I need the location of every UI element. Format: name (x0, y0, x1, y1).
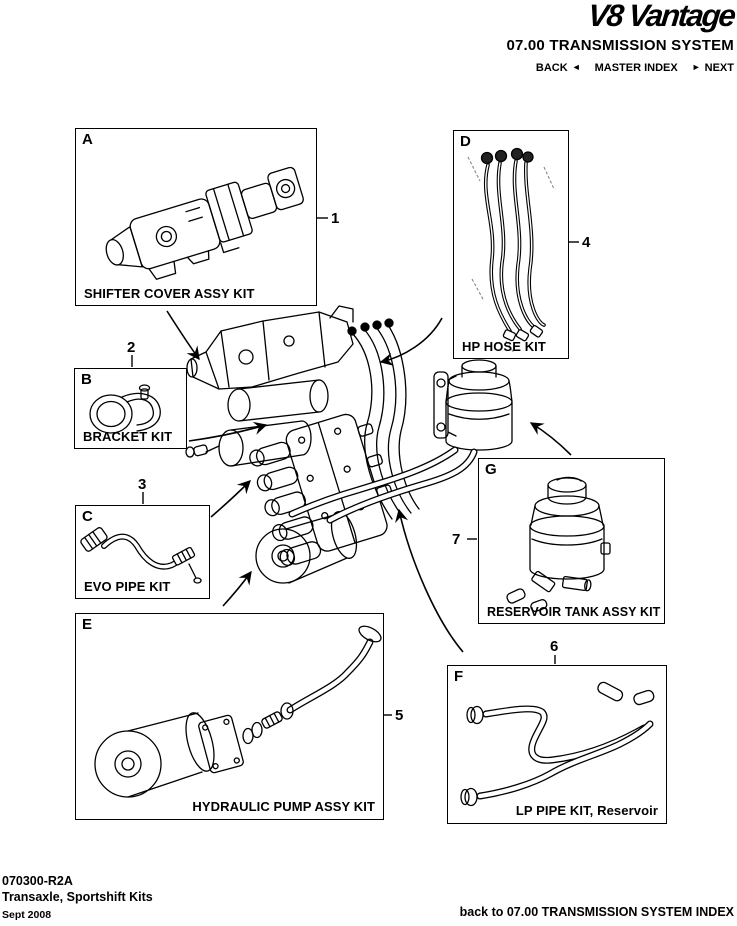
hydraulic-pump-illustration (94, 625, 382, 798)
kit-box-evo-pipe: C EVO PIPE KIT (75, 505, 210, 599)
back-arrow-icon[interactable]: ◄ (571, 62, 581, 72)
bracket-illustration (89, 384, 161, 434)
kit-box-hydraulic-pump: E HYDRAULIC PUMP ASSY KIT (75, 613, 384, 820)
doc-title: Transaxle, Sportshift Kits (2, 890, 153, 904)
callout-leader-lines (131, 217, 579, 716)
callout-2: 2 (127, 339, 136, 356)
kit-box-bracket: B BRACKET KIT (74, 368, 187, 449)
kit-label: E (82, 616, 93, 633)
kit-caption: BRACKET KIT (83, 429, 173, 444)
hp-hose-illustration (467, 147, 555, 354)
reservoir-tank-illustration (506, 476, 611, 613)
kit-caption: RESERVOIR TANK ASSY KIT (487, 605, 661, 619)
evo-pipe-illustration (80, 527, 202, 584)
shifter-cover-illustration (105, 166, 304, 280)
kit-label: D (460, 133, 471, 150)
kit-label: A (82, 131, 93, 148)
index-back-link[interactable]: back to 07.00 TRANSMISSION SYSTEM INDEX (459, 905, 734, 919)
doc-code: 070300-R2A (2, 874, 73, 888)
callout-3: 3 (138, 476, 147, 493)
kit-label: B (81, 371, 92, 388)
kit-box-shifter-cover: A SHIFTER COVER ASSY KIT (75, 128, 317, 306)
reference-arrows (166, 310, 572, 653)
page-navigation: BACK ◄ MASTER INDEX ► NEXT (536, 62, 734, 74)
callout-1: 1 (331, 210, 340, 227)
callout-6: 6 (550, 638, 559, 655)
kit-caption: HP HOSE KIT (462, 339, 546, 354)
kit-caption: SHIFTER COVER ASSY KIT (84, 286, 255, 301)
page-title: 07.00 TRANSMISSION SYSTEM (506, 37, 734, 54)
callout-5: 5 (395, 707, 404, 724)
kit-box-hp-hose: D HP HOSE KIT (453, 130, 569, 359)
next-link[interactable]: NEXT (704, 62, 734, 74)
kit-caption: LP PIPE KIT, Reservoir (515, 803, 658, 818)
callout-7: 7 (452, 531, 461, 548)
master-index-link[interactable]: MASTER INDEX (594, 62, 678, 74)
kit-label: G (485, 461, 497, 478)
back-link[interactable]: BACK (535, 62, 568, 74)
kit-label: C (82, 508, 93, 525)
next-arrow-icon[interactable]: ► (691, 62, 701, 72)
kit-label: F (454, 668, 464, 685)
lp-pipe-illustration (460, 681, 655, 807)
callout-4: 4 (582, 234, 591, 251)
doc-date: Sept 2008 (2, 909, 52, 921)
kit-box-lp-pipe: F LP PIPE KIT, Reservoir (447, 665, 667, 824)
kit-box-reservoir-tank: G RESERVOIR TANK ASSY KIT (478, 458, 665, 624)
kit-caption: EVO PIPE KIT (84, 579, 171, 594)
kit-caption: HYDRAULIC PUMP ASSY KIT (192, 799, 375, 814)
